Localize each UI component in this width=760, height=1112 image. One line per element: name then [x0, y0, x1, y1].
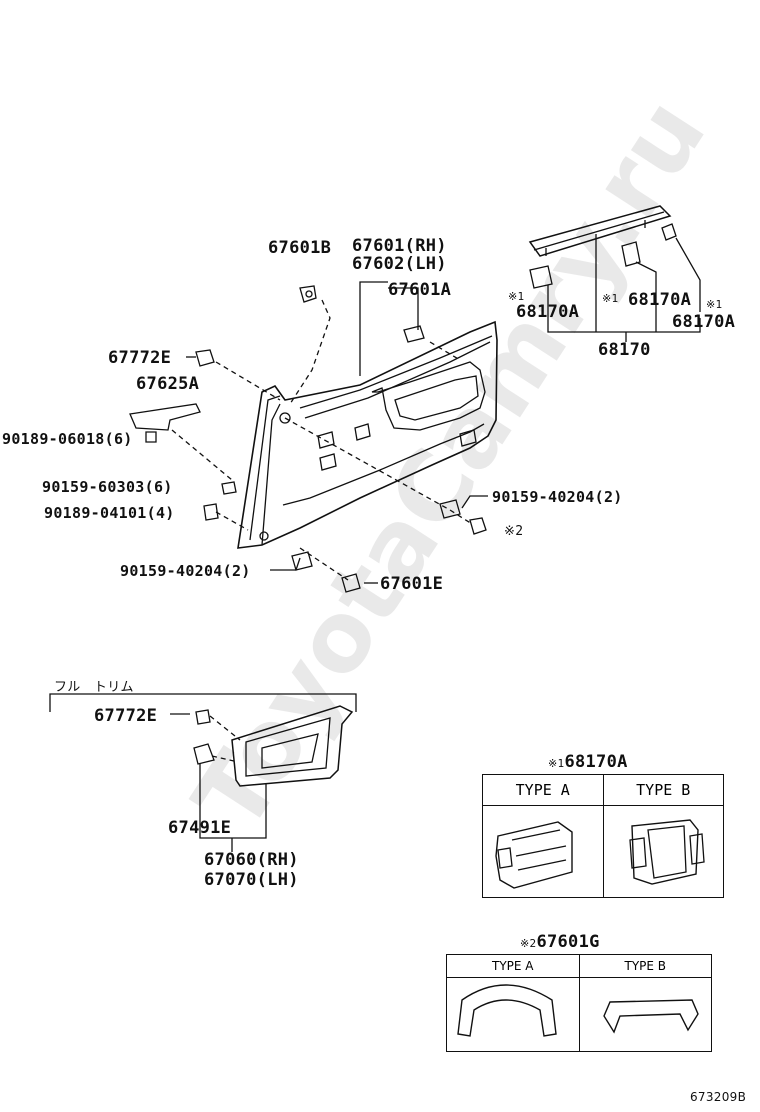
callout-90189-06018: 90189-06018(6): [2, 430, 133, 448]
table2: TYPE A TYPE B: [446, 954, 712, 1052]
table2-title-text: 67601G: [536, 932, 600, 952]
diagram-code: 673209B: [690, 1090, 747, 1104]
table1-col-a: TYPE A: [483, 775, 603, 897]
callout-68170a-left: 68170A: [516, 302, 580, 322]
callout-67070-lh: 67070(LH): [204, 870, 299, 890]
callout-68170a-right: 68170A: [672, 312, 736, 332]
table2-title-mark: ※2: [520, 937, 537, 950]
table1-title-mark: ※1: [548, 757, 565, 770]
table2-col-a: TYPE A: [447, 955, 579, 1051]
callout-67601a: 67601A: [388, 280, 452, 300]
table1: TYPE A TYPE B: [482, 774, 724, 898]
table2-cell-a: [447, 978, 579, 1051]
callout-67625a: 67625A: [136, 374, 200, 394]
note-2-mark: ※2: [504, 524, 524, 539]
note-1-mark-right: ※1: [706, 298, 723, 311]
callout-67601b: 67601B: [268, 238, 332, 258]
table2-title: ※267601G: [520, 932, 600, 952]
table2-cell-b: [580, 978, 712, 1051]
full-trim-title: フル トリム: [54, 680, 134, 695]
table1-type-b: TYPE B: [603, 775, 723, 806]
note-1-mark-mid: ※1: [602, 292, 619, 305]
note-1-mark-left: ※1: [508, 290, 525, 303]
callout-67601-rh: 67601(RH): [352, 236, 447, 256]
table2-sketches: [457, 984, 699, 1037]
callout-67772e-full-trim: 67772E: [94, 706, 158, 726]
table1-title-text: 68170A: [564, 752, 628, 772]
weatherstrip: [528, 205, 701, 342]
table1-col-b: TYPE B: [602, 775, 724, 897]
leader-lines: [186, 281, 488, 584]
callout-90159-60303: 90159-60303(6): [42, 478, 173, 496]
fasteners: [129, 285, 487, 593]
full-trim-group: [49, 693, 357, 852]
table1-type-a: TYPE A: [483, 775, 603, 806]
callout-67601e: 67601E: [380, 574, 444, 594]
callout-90159-40204-bottom: 90159-40204(2): [120, 562, 251, 580]
callout-67060-rh: 67060(RH): [204, 850, 299, 870]
table1-title: ※168170A: [548, 752, 628, 772]
table2-type-b: TYPE B: [579, 955, 711, 978]
callout-90189-04101: 90189-04101(4): [44, 504, 175, 522]
table2-type-a: TYPE A: [447, 955, 579, 978]
callout-67491e: 67491E: [168, 818, 232, 838]
table2-col-b: TYPE B: [578, 955, 712, 1051]
table1-sketches: [495, 819, 705, 889]
callout-68170a-mid: 68170A: [628, 290, 692, 310]
callout-68170: 68170: [598, 340, 651, 360]
table1-cell-a: [483, 806, 603, 897]
callout-67602-lh: 67602(LH): [352, 254, 447, 274]
full-trim-dashes: [209, 715, 241, 763]
door-trim-panel: [237, 320, 498, 549]
table1-cell-b: [604, 806, 724, 897]
callout-67772e-top: 67772E: [108, 348, 172, 368]
callout-90159-40204-right: 90159-40204(2): [492, 488, 623, 506]
leader-dashes: [171, 299, 473, 581]
